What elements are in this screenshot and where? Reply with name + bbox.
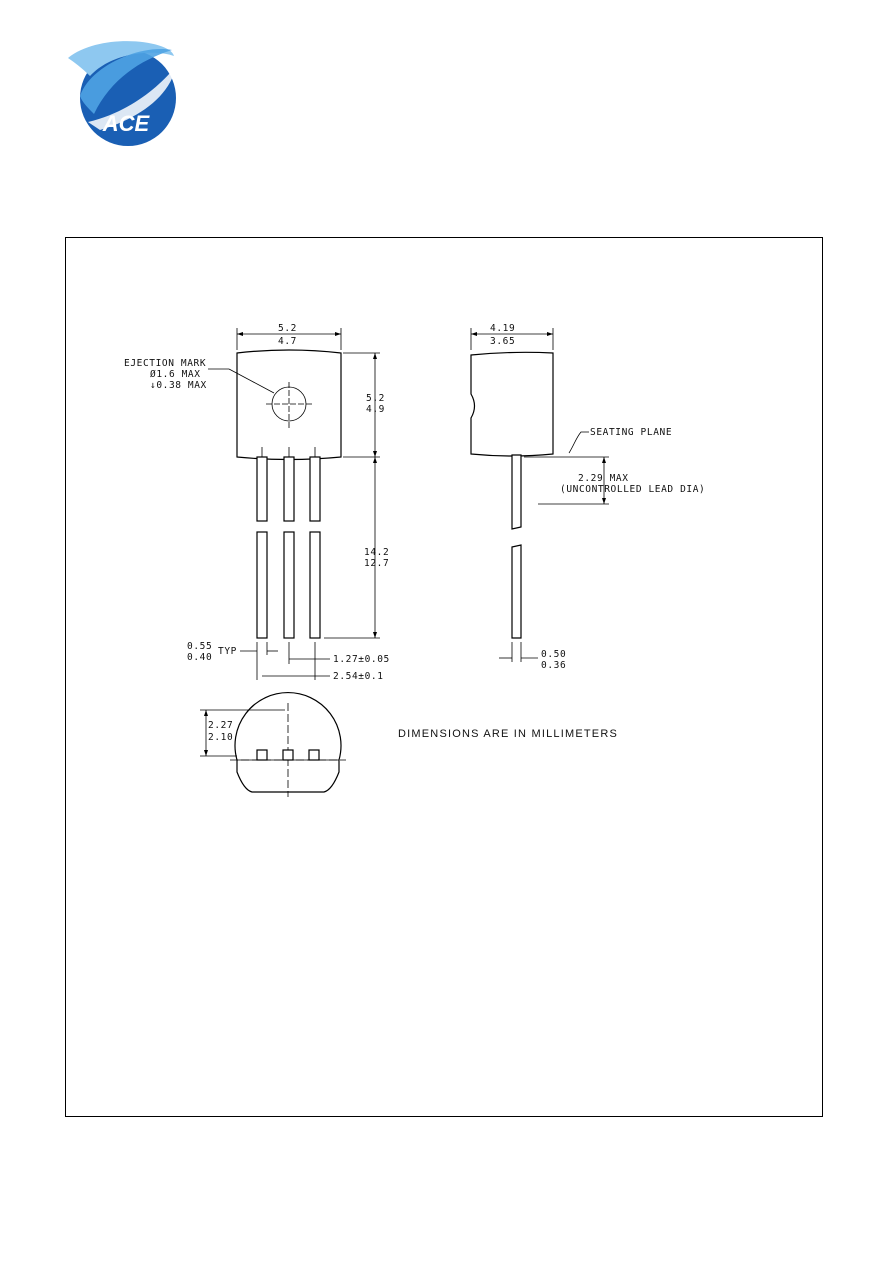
- seating-plane-label: SEATING PLANE: [590, 427, 672, 438]
- width-min: 4.7: [278, 336, 297, 347]
- ace-logo: ACE: [68, 41, 176, 146]
- side-view: [470, 328, 609, 662]
- ejection-dia: Ø1.6 MAX: [150, 369, 201, 380]
- bottom-dim-min: 2.10: [208, 732, 233, 743]
- lead-len-min: 12.7: [364, 558, 389, 569]
- width-max: 5.2: [278, 323, 297, 334]
- bottom-view: [200, 692, 346, 797]
- depth-max: 4.19: [490, 323, 515, 334]
- lead-t-max: 0.50: [541, 649, 566, 660]
- uncontrolled-max: 2.29 MAX: [578, 473, 629, 484]
- lead-t-min: 0.36: [541, 660, 566, 671]
- ejection-label: EJECTION MARK: [124, 358, 206, 369]
- svg-text:ACE: ACE: [102, 111, 151, 136]
- depth-min: 3.65: [490, 336, 515, 347]
- bottom-dim-max: 2.27: [208, 720, 233, 731]
- lead-w-max: 0.55: [187, 641, 212, 652]
- pitch2-dim: 2.54±0.1: [333, 671, 384, 682]
- lead-w-typ: TYP: [218, 646, 237, 657]
- lead-w-min: 0.40: [187, 652, 212, 663]
- units-note: DIMENSIONS ARE IN MILLIMETERS: [398, 728, 618, 740]
- ejection-depth: ↓0.38 MAX: [150, 380, 207, 391]
- lead-len-max: 14.2: [364, 547, 389, 558]
- pitch-dim: 1.27±0.05: [333, 654, 390, 665]
- front-view: [208, 328, 380, 680]
- height-max: 5.2: [366, 393, 385, 404]
- uncontrolled-note: (UNCONTROLLED LEAD DIA): [560, 484, 705, 495]
- height-min: 4.9: [366, 404, 385, 415]
- drawing-frame: [65, 237, 823, 1117]
